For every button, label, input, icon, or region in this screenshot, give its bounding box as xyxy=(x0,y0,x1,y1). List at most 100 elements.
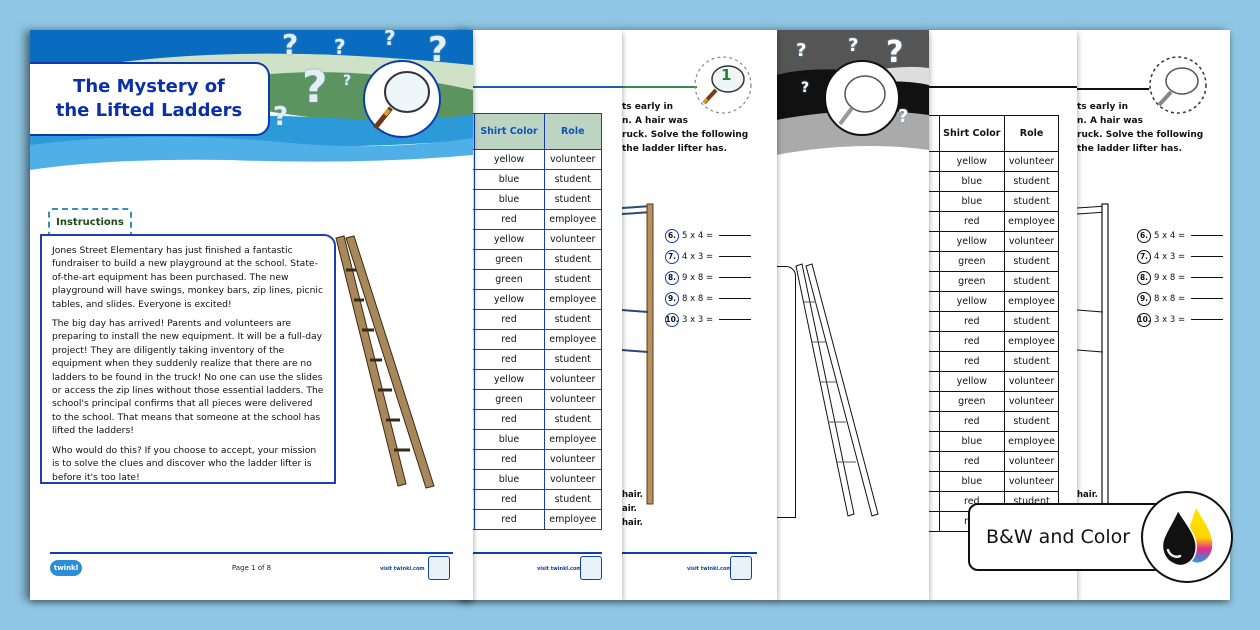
role-cell: employee xyxy=(543,329,603,350)
shirt-color-cell: red xyxy=(938,331,1006,352)
role-cell: student xyxy=(1004,191,1059,212)
answer-blank[interactable] xyxy=(719,235,752,236)
instructions-box: Jones Street Elementary has just finishe… xyxy=(40,234,336,484)
visit-link[interactable]: visit twinkl.com xyxy=(537,566,582,572)
twinkl-logo[interactable]: twinkl xyxy=(50,560,82,576)
role-cell: student xyxy=(1004,251,1059,272)
shirt-color-cell: yellow xyxy=(938,231,1006,252)
role-cell: student xyxy=(543,269,603,290)
instructions-paragraph: Who would do this? If you choose to acce… xyxy=(52,444,317,483)
problem-row: 9.8 x 8 = xyxy=(665,288,752,309)
answer-blank[interactable] xyxy=(1191,277,1224,278)
shirt-color-cell: red xyxy=(473,349,545,370)
ink-drops-icon xyxy=(1161,508,1213,567)
role-cell: volunteer xyxy=(543,149,603,170)
magnifier-icon xyxy=(838,75,886,126)
instructions-paragraph: The big day has arrived! Parents and vol… xyxy=(52,318,324,437)
header-rule xyxy=(1077,88,1149,90)
shirt-color-cell: yellow xyxy=(938,151,1006,172)
role-cell: volunteer xyxy=(1004,471,1059,492)
answer-blank[interactable] xyxy=(719,298,752,299)
question-mark-icon: ? xyxy=(886,35,904,70)
clue-number: 1 xyxy=(721,66,732,84)
shirt-color-cell: red xyxy=(938,451,1006,472)
question-mark-icon: ? xyxy=(801,80,810,96)
role-cell: student xyxy=(1004,351,1059,372)
quality-badge-icon xyxy=(428,556,450,580)
answer-blank[interactable] xyxy=(1191,256,1224,257)
shirt-color-cell: yellow xyxy=(473,149,545,170)
role-cell: student xyxy=(543,249,603,270)
question-mark-icon: ? xyxy=(282,30,299,61)
role-cell: employee xyxy=(543,289,603,310)
question-mark-icon: ? xyxy=(898,106,909,127)
title-line-1: The Mystery of xyxy=(73,76,225,97)
ladder-illustration xyxy=(622,203,654,505)
visit-link[interactable]: visit twinkl.com xyxy=(380,566,425,572)
question-mark-icon: ? xyxy=(334,35,346,59)
shirt-color-cell: red xyxy=(473,449,545,470)
magnifier-icon xyxy=(1149,56,1207,114)
shirt-color-cell: red xyxy=(473,209,545,230)
answer-blank[interactable] xyxy=(1191,235,1224,236)
shirt-color-cell: green xyxy=(473,249,545,270)
shirt-color-cell: blue xyxy=(938,431,1006,452)
answer-blank[interactable] xyxy=(719,319,752,320)
shirt-color-cell: green xyxy=(473,269,545,290)
quality-badge-icon xyxy=(730,556,752,580)
answer-blank[interactable] xyxy=(1191,319,1224,320)
role-cell: volunteer xyxy=(1004,151,1059,172)
role-cell: employee xyxy=(1004,291,1059,312)
ink-drops-icon xyxy=(1141,491,1233,583)
shirt-color-cell: green xyxy=(938,271,1006,292)
page-number: Page 1 of 8 xyxy=(231,564,272,572)
role-cell: student xyxy=(543,189,603,210)
role-cell: volunteer xyxy=(543,469,603,490)
shirt-color-cell: yellow xyxy=(473,369,545,390)
answer-blank[interactable] xyxy=(719,256,752,257)
question-mark-icon: ? xyxy=(428,30,448,70)
answer-blank[interactable] xyxy=(719,277,752,278)
answer-blank[interactable] xyxy=(1191,298,1224,299)
shirt-color-cell: green xyxy=(473,389,545,410)
shirt-color-cell: blue xyxy=(473,189,545,210)
shirt-color-cell: green xyxy=(938,391,1006,412)
problem-row: 10.3 x 3 = xyxy=(665,309,752,330)
role-cell: employee xyxy=(1004,431,1059,452)
shirt-color-cell: yellow xyxy=(938,371,1006,392)
clue-line: ts early in xyxy=(1077,102,1128,112)
shirt-color-cell: red xyxy=(473,409,545,430)
title-line-2: the Lifted Ladders xyxy=(55,100,243,121)
role-cell: employee xyxy=(1004,331,1059,352)
instructions-paragraph: Jones Street Elementary has just finishe… xyxy=(52,245,324,310)
problem-row: 7.4 x 3 = xyxy=(665,246,752,267)
problem-row: 6.5 x 4 = xyxy=(1137,225,1224,246)
visit-link[interactable]: visit twinkl.com xyxy=(687,566,732,572)
role-cell: student xyxy=(1004,171,1059,192)
shirt-color-cell: yellow xyxy=(473,229,545,250)
question-mark-icon: ? xyxy=(302,62,328,113)
magnifier-badge xyxy=(363,60,441,138)
header-rule xyxy=(622,86,697,88)
